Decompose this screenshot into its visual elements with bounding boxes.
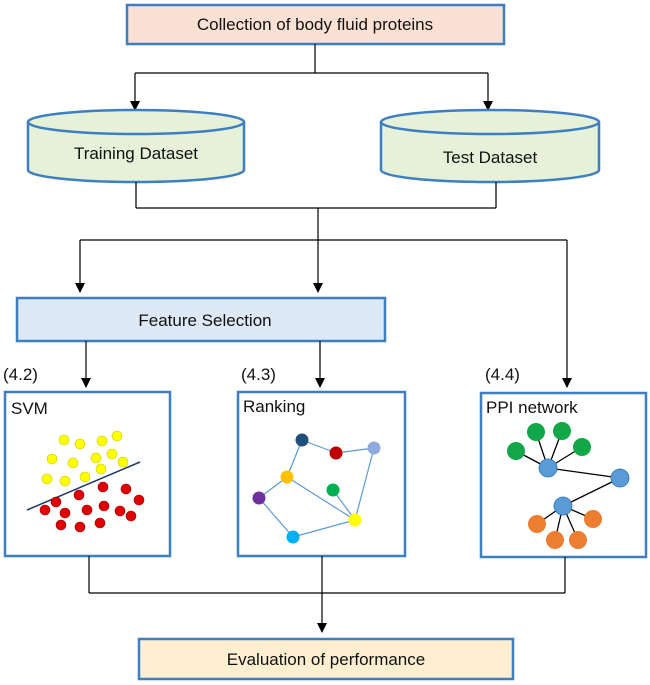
ppi-edge	[562, 477, 621, 507]
ppi-node-orange	[528, 515, 546, 533]
svm-red-point	[125, 510, 137, 522]
svm-title: SVM	[11, 399, 48, 418]
ranking-node	[286, 530, 300, 544]
ppi-node-green	[527, 423, 545, 441]
ppi-title: PPI network	[486, 398, 578, 417]
ppi-node-green	[573, 438, 591, 456]
feature-selection-rect	[15, 296, 387, 343]
evaluation-box: Evaluation of performance	[137, 637, 515, 681]
svm-red-point	[81, 504, 93, 516]
ppi-node-orange	[546, 531, 564, 549]
ranking-edge	[292, 519, 356, 538]
svm-red-point	[55, 519, 67, 531]
svm-red-point	[120, 483, 132, 495]
svm-yellow-points	[41, 430, 129, 487]
collection-box-rect	[125, 3, 506, 46]
svm-yellow-point	[96, 435, 108, 447]
ranking-edge	[286, 439, 303, 478]
svm-red-points	[39, 481, 145, 533]
ppi-blue-nodes	[538, 458, 630, 516]
ranking-node	[280, 470, 294, 484]
ppi-node-blue	[610, 468, 630, 488]
feature-selection-box: Feature Selection	[15, 296, 387, 343]
ranking-section-label: (4.3)	[241, 365, 276, 384]
ranking-panel-rect	[236, 390, 407, 558]
connector-datasets-to-branches	[75, 182, 572, 388]
training-cylinder-top	[26, 108, 246, 136]
svm-red-point	[73, 489, 85, 501]
ranking-edge	[286, 476, 356, 521]
svm-yellow-point	[111, 430, 123, 442]
ranking-node	[329, 446, 343, 460]
svm-red-point	[50, 496, 62, 508]
ppi-node-orange	[584, 510, 602, 528]
ranking-node	[295, 433, 309, 447]
evaluation-rect	[137, 637, 515, 681]
ranking-node	[326, 483, 340, 497]
svm-yellow-point	[59, 475, 71, 487]
test-cylinder-top	[379, 108, 601, 136]
svm-red-point	[94, 517, 106, 529]
svm-yellow-point	[46, 453, 58, 465]
svm-yellow-point	[79, 471, 91, 483]
svm-red-point	[39, 504, 51, 516]
ppi-edge	[547, 467, 621, 479]
ranking-nodes	[252, 433, 381, 544]
collection-box: Collection of body fluid proteins	[125, 3, 506, 46]
svm-yellow-point	[117, 456, 129, 468]
svm-red-point	[133, 494, 145, 506]
svm-red-point	[98, 500, 110, 512]
svm-decision-line	[26, 461, 141, 511]
connector-feature-to-panels	[81, 341, 325, 388]
ranking-node	[367, 441, 381, 455]
svm-yellow-point	[90, 452, 102, 464]
svm-section-label: (4.2)	[3, 365, 38, 384]
ranking-node	[252, 491, 266, 505]
svm-red-point	[74, 521, 86, 533]
ppi-node-green	[553, 422, 571, 440]
training-dataset-cylinder: Training Dataset	[26, 108, 246, 184]
ppi-green-nodes	[507, 422, 591, 460]
test-dataset-cylinder: Test Dataset	[379, 108, 601, 184]
ranking-title: Ranking	[243, 397, 305, 416]
svm-yellow-point	[58, 434, 70, 446]
evaluation-label: Evaluation of performance	[227, 650, 425, 669]
ppi-orange-nodes	[528, 510, 602, 549]
svm-red-point	[114, 505, 126, 517]
ranking-edge	[354, 447, 375, 521]
ppi-node-blue	[538, 458, 558, 478]
ppi-node-blue	[553, 496, 573, 516]
test-dataset-label: Test Dataset	[443, 148, 538, 167]
ranking-edge	[258, 497, 294, 538]
connector-panels-to-evaluation	[88, 556, 566, 633]
svm-yellow-point	[106, 448, 118, 460]
connector-collection-to-datasets	[130, 44, 493, 111]
svm-red-point	[59, 507, 71, 519]
svm-yellow-point	[67, 457, 79, 469]
svm-yellow-point	[95, 463, 107, 475]
ppi-node-orange	[569, 531, 587, 549]
training-dataset-label: Training Dataset	[74, 144, 198, 163]
ranking-panel: Ranking	[236, 390, 407, 558]
svm-yellow-point	[41, 473, 53, 485]
ppi-node-green	[507, 442, 525, 460]
svm-yellow-point	[74, 438, 86, 450]
test-cylinder-body	[379, 122, 601, 184]
svm-panel: SVM	[3, 390, 172, 558]
svm-red-point	[97, 481, 109, 493]
ppi-panel: PPI network	[479, 391, 648, 559]
feature-selection-label: Feature Selection	[138, 311, 271, 330]
ppi-section-label: (4.4)	[485, 365, 520, 384]
collection-label: Collection of body fluid proteins	[197, 15, 433, 34]
ranking-node	[348, 513, 362, 527]
